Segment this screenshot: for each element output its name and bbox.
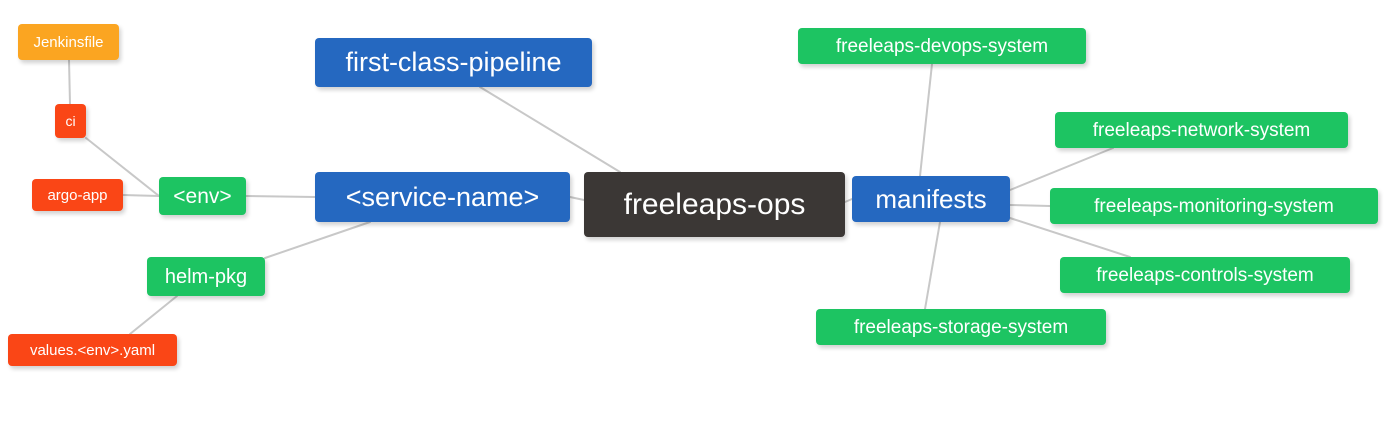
edge-argo-app-to-env <box>122 194 160 197</box>
edge-first-class-pipeline-to-freeleaps-ops <box>479 86 621 173</box>
node-first-class-pipeline[interactable]: first-class-pipeline <box>315 38 592 87</box>
edge-manifests-to-storage-system <box>924 221 941 310</box>
node-jenkinsfile[interactable]: Jenkinsfile <box>18 24 119 60</box>
node-devops-system[interactable]: freeleaps-devops-system <box>798 28 1086 64</box>
node-network-system[interactable]: freeleaps-network-system <box>1055 112 1348 148</box>
edge-manifests-to-controls-system <box>1009 217 1131 258</box>
node-ci[interactable]: ci <box>55 104 86 138</box>
edge-values-env-yaml-to-helm-pkg <box>129 295 178 335</box>
edge-freeleaps-ops-to-manifests <box>844 198 853 203</box>
node-values-env-yaml[interactable]: values.<env>.yaml <box>8 334 177 366</box>
edge-manifests-to-network-system <box>1009 147 1114 191</box>
edge-manifests-to-monitoring-system <box>1009 204 1051 207</box>
edge-env-to-service-name <box>245 195 316 198</box>
node-service-name[interactable]: <service-name> <box>315 172 570 222</box>
edge-ci-to-env <box>85 137 160 197</box>
edge-helm-pkg-to-service-name <box>264 221 371 259</box>
edge-service-name-to-freeleaps-ops <box>569 196 585 201</box>
node-controls-system[interactable]: freeleaps-controls-system <box>1060 257 1350 293</box>
node-storage-system[interactable]: freeleaps-storage-system <box>816 309 1106 345</box>
edge-manifests-to-devops-system <box>919 63 933 177</box>
node-monitoring-system[interactable]: freeleaps-monitoring-system <box>1050 188 1378 224</box>
node-manifests[interactable]: manifests <box>852 176 1010 222</box>
node-freeleaps-ops[interactable]: freeleaps-ops <box>584 172 845 237</box>
edge-jenkinsfile-to-ci <box>68 59 71 105</box>
node-env[interactable]: <env> <box>159 177 246 215</box>
node-argo-app[interactable]: argo-app <box>32 179 123 211</box>
node-helm-pkg[interactable]: helm-pkg <box>147 257 265 296</box>
